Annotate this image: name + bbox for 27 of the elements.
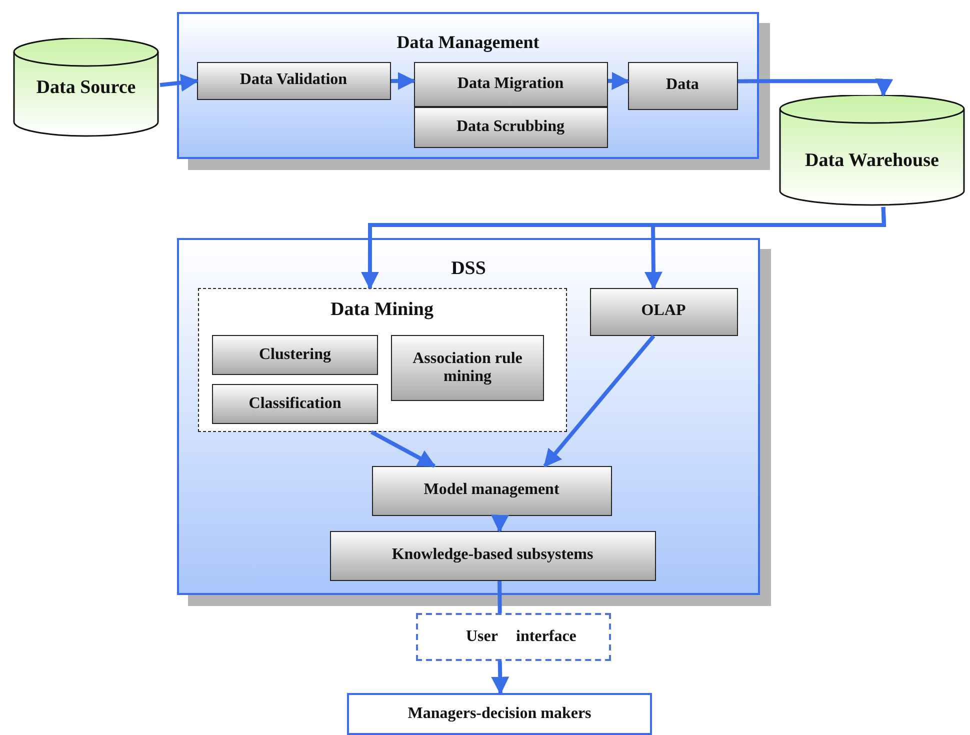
process-box: Association rule mining [391,335,544,401]
node-label: Data Warehouse [805,150,939,172]
arrow [391,72,416,90]
arrow [491,660,510,695]
process-box: Model management [372,466,612,516]
arrow [644,206,886,290]
process-box: Knowledge-based subsystems [330,530,656,580]
group-title: DSS [450,258,487,280]
process-box: Data Scrubbing [414,106,608,148]
interface-box: User interface [416,613,611,661]
process-box: Classification [212,384,378,424]
group-title: Data Mining [330,298,434,320]
arrow [608,72,630,90]
arrow [490,514,509,533]
node-label: Data Source [36,76,136,100]
process-box: Data Validation [196,62,390,100]
process-box: Data Migration [414,62,608,106]
arrow [370,430,436,468]
arrow [543,334,656,468]
process-box: Data [628,62,738,110]
group-frame [198,288,566,432]
process-box: OLAP [590,288,738,336]
arrow [738,78,894,97]
group-title: Data Management [396,32,540,53]
arrow [160,74,199,92]
process-box: Clustering [212,335,378,375]
process-box: Managers-decision makers [347,693,652,735]
